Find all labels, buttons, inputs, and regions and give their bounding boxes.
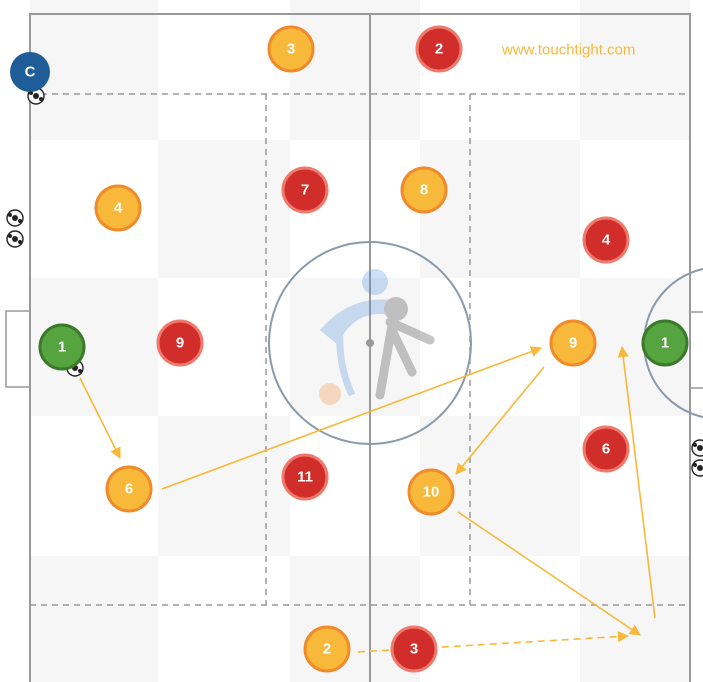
football-icon xyxy=(27,87,45,105)
orange-player-4: 4 xyxy=(94,184,142,232)
football-icon xyxy=(691,439,703,457)
player-token xyxy=(641,319,689,367)
player-token xyxy=(582,216,630,264)
player-number: 4 xyxy=(602,232,611,249)
watermark: www.touchtight.com xyxy=(501,42,635,59)
red-player-4: 4 xyxy=(582,216,630,264)
orange-player-3: 3 xyxy=(267,25,315,73)
green-player-1: 1 xyxy=(641,319,689,367)
football-icon xyxy=(6,230,24,248)
orange-player-2: 2 xyxy=(303,625,351,673)
player-token xyxy=(415,25,463,73)
zone-lines xyxy=(30,93,690,606)
player-number: 8 xyxy=(420,182,428,199)
player-token xyxy=(407,468,455,516)
player-token xyxy=(156,319,204,367)
player-token xyxy=(390,625,438,673)
football-icon xyxy=(691,459,703,477)
pass-arrow xyxy=(617,345,656,619)
centre-circle xyxy=(268,241,472,445)
red-player-7: 7 xyxy=(281,166,329,214)
player-number: 1 xyxy=(661,335,669,352)
player-number: 7 xyxy=(301,182,309,199)
right-goal xyxy=(689,311,703,389)
player-token xyxy=(281,453,329,501)
player-token xyxy=(267,25,315,73)
pass-arrow xyxy=(79,377,121,460)
centre-logo-watermark xyxy=(319,269,435,405)
green-player-1: 1 xyxy=(38,323,86,371)
player-number: 6 xyxy=(602,441,610,458)
player-number: 4 xyxy=(114,200,123,217)
player-token xyxy=(549,319,597,367)
coach-label: C xyxy=(25,64,36,81)
player-token xyxy=(38,323,86,371)
red-player-11: 11 xyxy=(281,453,329,501)
football-icon xyxy=(6,209,24,227)
player-layer: 3 2 7 8 4 4 1 9 9 1 6 6 11 10 2 3 xyxy=(38,25,689,673)
red-player-9: 9 xyxy=(156,319,204,367)
orange-player-6: 6 xyxy=(105,465,153,513)
player-number: 3 xyxy=(410,641,418,658)
player-token xyxy=(303,625,351,673)
pass-arrow xyxy=(457,511,641,636)
orange-player-9: 9 xyxy=(549,319,597,367)
player-number: 1 xyxy=(58,339,66,356)
red-player-6: 6 xyxy=(582,425,630,473)
pass-arrow xyxy=(455,366,545,475)
pass-arrow xyxy=(357,631,630,653)
player-number: 6 xyxy=(125,481,133,498)
player-number: 2 xyxy=(435,41,443,58)
pass-arrow xyxy=(161,346,543,490)
red-player-3: 3 xyxy=(390,625,438,673)
red-player-2: 2 xyxy=(415,25,463,73)
player-token xyxy=(582,425,630,473)
left-goal xyxy=(5,310,31,388)
player-token xyxy=(281,166,329,214)
orange-player-10: 10 xyxy=(407,468,455,516)
player-number: 10 xyxy=(423,484,440,501)
player-number: 3 xyxy=(287,41,295,58)
player-token xyxy=(400,166,448,214)
player-number: 9 xyxy=(569,335,577,352)
player-number: 2 xyxy=(323,641,331,658)
coach-marker: C xyxy=(10,52,50,92)
player-token xyxy=(105,465,153,513)
player-number: 9 xyxy=(176,335,184,352)
centre-spot xyxy=(366,339,374,347)
player-number: 11 xyxy=(297,469,313,486)
arrow-layer xyxy=(79,345,656,653)
orange-player-8: 8 xyxy=(400,166,448,214)
player-token xyxy=(94,184,142,232)
